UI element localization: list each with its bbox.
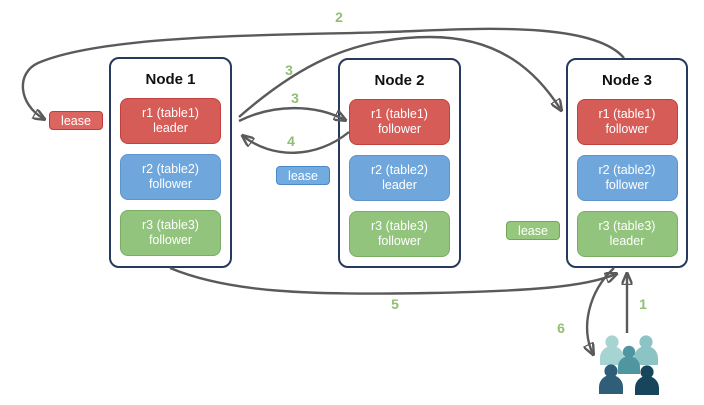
step-label-3a: 3 [285, 62, 293, 78]
replica-role: follower [148, 177, 193, 191]
step-label-6: 6 [557, 320, 565, 336]
node3-r1-table1-follower: r1 (table1) follower [576, 99, 678, 145]
node2-r3-table3-follower: r3 (table3) follower [349, 211, 450, 257]
node-1-title: Node 1 [145, 71, 196, 88]
node-2-title: Node 2 [374, 72, 425, 89]
node1-r2-table2-follower: r2 (table2) follower [120, 154, 221, 200]
replica-name: r3 (table3) [598, 218, 656, 233]
node2-r2-table2-leader: r2 (table2) leader [349, 155, 450, 201]
node-1-box: Node 1 r1 (table1) leader r2 (table2) fo… [109, 57, 232, 268]
node-2-box: Node 2 r1 (table1) follower r2 (table2) … [338, 58, 461, 268]
replica-role: follower [605, 178, 649, 192]
replica-name: r2 (table2) [371, 162, 428, 177]
node-3-title: Node 3 [601, 72, 652, 89]
node1-r3-table3-follower: r3 (table3) follower [120, 210, 221, 256]
replica-role: follower [377, 122, 422, 136]
replica-name: r3 (table3) [371, 218, 428, 233]
arrow-step-5-node1-to-node3 [169, 266, 616, 295]
replica-name: r1 (table1) [371, 106, 428, 121]
replica-name: r1 (table1) [598, 106, 656, 121]
client-person-icon [599, 364, 623, 394]
node2-r1-table1-follower: r1 (table1) follower [349, 99, 450, 145]
arrow-step-4-node2-to-node1 [243, 131, 350, 154]
step-label-1: 1 [639, 296, 647, 312]
step-label-2: 2 [335, 9, 343, 25]
replica-name: r2 (table2) [598, 162, 656, 177]
replica-name: r2 (table2) [142, 161, 199, 176]
node-3-box: Node 3 r1 (table1) follower r2 (table2) … [566, 58, 688, 268]
arrow-step-3-node1-to-node2 [238, 106, 345, 121]
replica-name: r1 (table1) [142, 105, 199, 120]
replica-role: follower [148, 233, 193, 247]
client-person-icon [618, 345, 640, 374]
client-person-icon [635, 365, 659, 395]
node3-r3-table3-leader: r3 (table3) leader [576, 211, 678, 257]
lease-badge-table1: lease [49, 111, 103, 130]
replica-role: follower [605, 122, 649, 136]
lease-badge-table3: lease [506, 221, 560, 240]
replica-name: r3 (table3) [142, 217, 199, 232]
clients-group-icon [599, 335, 659, 395]
replica-role: leader [609, 234, 645, 248]
replica-role: leader [153, 121, 188, 135]
step-label-5: 5 [391, 296, 399, 312]
replica-role: follower [377, 234, 422, 248]
lease-badge-table2: lease [276, 166, 330, 185]
replica-role: leader [382, 178, 417, 192]
step-label-3b: 3 [291, 90, 299, 106]
node1-r1-table1-leader: r1 (table1) leader [120, 98, 221, 144]
step-label-4: 4 [287, 133, 295, 149]
client-person-icon [634, 335, 658, 365]
node3-r2-table2-follower: r2 (table2) follower [576, 155, 678, 201]
